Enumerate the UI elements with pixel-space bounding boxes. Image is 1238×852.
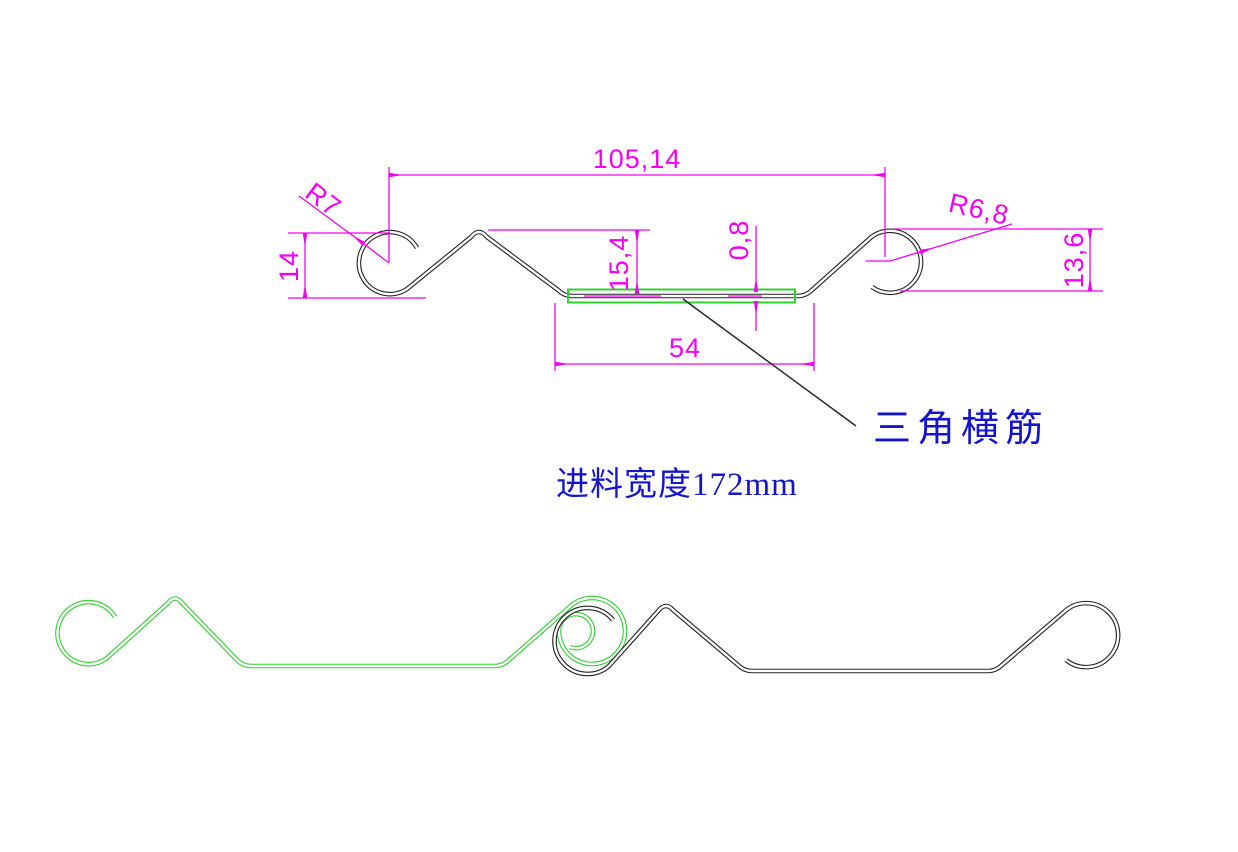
dim-overall-width: 105,14 [388, 144, 886, 262]
dim-left-radius: R7 [298, 177, 390, 264]
dim-text-flat-width: 54 [669, 333, 701, 363]
seam-interlock-view [55, 595, 1121, 677]
green-panel-inner [56, 596, 627, 668]
profile-sheet-inner [357, 229, 923, 298]
rib-label: 三角横筋 [873, 408, 1049, 450]
dim-text-right-height: 13,6 [1059, 232, 1089, 289]
black-panel-inner [553, 601, 1120, 676]
dim-text-web-height: 15,4 [604, 235, 634, 292]
dim-text-left-radius: R7 [300, 177, 347, 223]
rib-leader-line [682, 298, 857, 427]
dim-text-right-radius: R6,8 [946, 188, 1012, 231]
dim-flat-width: 54 [554, 303, 815, 371]
dim-thickness: 0,8 [724, 220, 762, 331]
rib-highlight-box [567, 288, 796, 304]
black-panel-profile [552, 600, 1121, 677]
green-panel-profile [55, 595, 628, 669]
profile-outline [356, 228, 924, 299]
feed-width-label: 进料宽度172mm [556, 466, 798, 503]
dim-right-height: 13,6 [893, 228, 1103, 292]
dim-text-overall-width: 105,14 [593, 144, 682, 174]
dim-web-height: 15,4 [488, 229, 661, 297]
dim-left-height: 14 [274, 232, 426, 299]
dim-text-thickness: 0,8 [724, 220, 754, 261]
dim-text-left-height: 14 [274, 250, 304, 282]
dim-right-radius: R6,8 [866, 188, 1013, 262]
main-profile-view: 105,14 R7 14 15,4 0,8 [274, 144, 1103, 503]
profile-sheet-outer [356, 228, 924, 299]
